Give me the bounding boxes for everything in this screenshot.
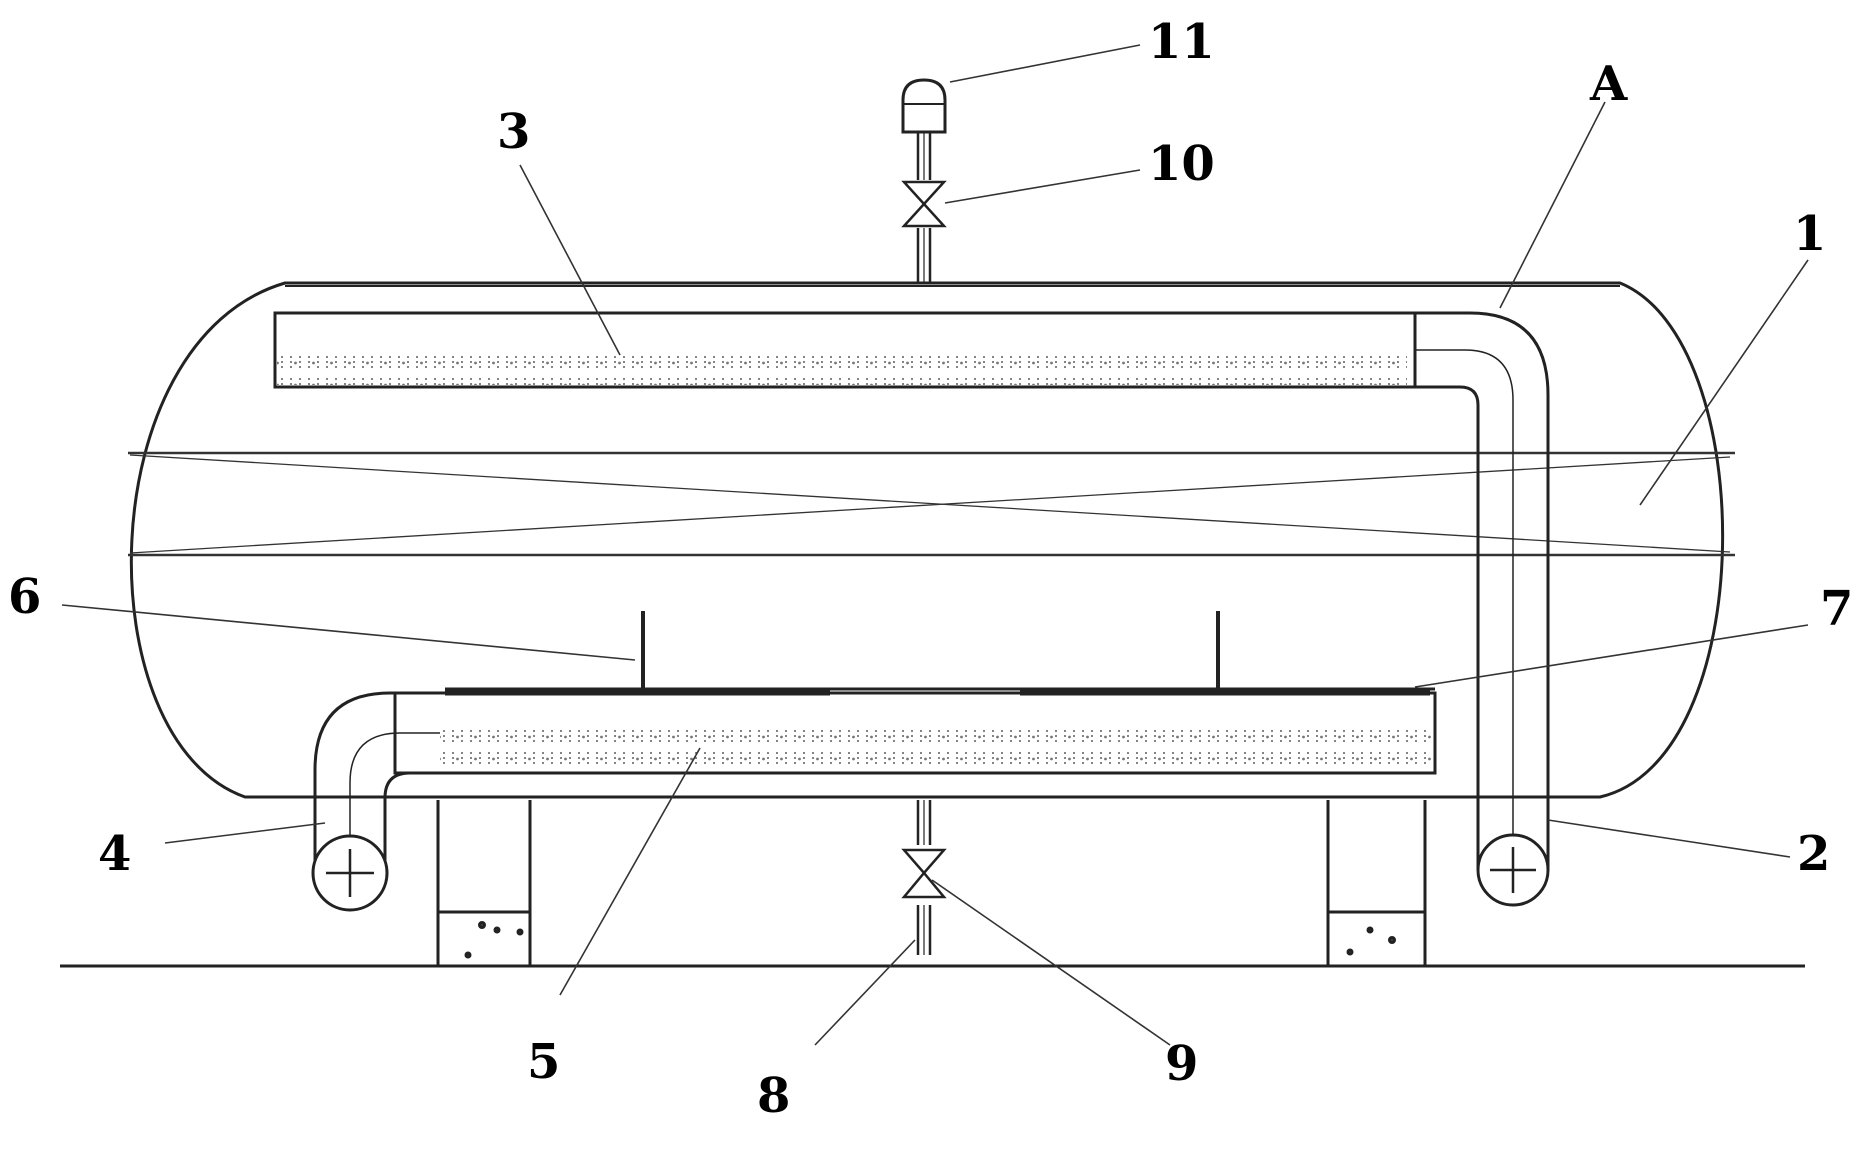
top-nozzle: [916, 132, 932, 283]
upper-perforated-pipe: [273, 311, 1417, 389]
left-support: [436, 800, 532, 966]
label-10: 10: [1148, 136, 1215, 192]
label-3: 3: [497, 104, 530, 160]
label-A: A: [1589, 56, 1628, 112]
label-6: 6: [8, 569, 41, 625]
vent-cap-11: [901, 78, 947, 134]
label-8: 8: [757, 1068, 790, 1124]
leader-lines: [61, 44, 1809, 1046]
label-1: 1: [1793, 206, 1826, 262]
tank-band-lines: [128, 451, 1735, 557]
outlet-2: [1476, 833, 1550, 907]
right-riser-pipe: [1415, 311, 1550, 870]
bottom-nozzle: [916, 800, 932, 955]
valve-9: [901, 848, 947, 899]
label-5: 5: [527, 1034, 560, 1090]
label-11: 11: [1148, 14, 1215, 70]
right-support: [1326, 800, 1427, 966]
lower-perforated-pipe: [393, 691, 1437, 775]
label-2: 2: [1797, 826, 1830, 882]
baffle-plate-7: [445, 687, 1435, 696]
valve-10: [901, 180, 947, 228]
left-bend-pipe: [313, 691, 440, 873]
tank-shell: [129, 281, 1724, 799]
callout-labels: 1 2 3 4 5 6 7 8 9 10 11 A: [8, 14, 1853, 1124]
support-posts-6: [641, 611, 1220, 690]
label-4: 4: [98, 826, 131, 882]
label-7: 7: [1820, 581, 1853, 637]
label-9: 9: [1165, 1036, 1198, 1092]
inlet-4: [311, 834, 389, 912]
